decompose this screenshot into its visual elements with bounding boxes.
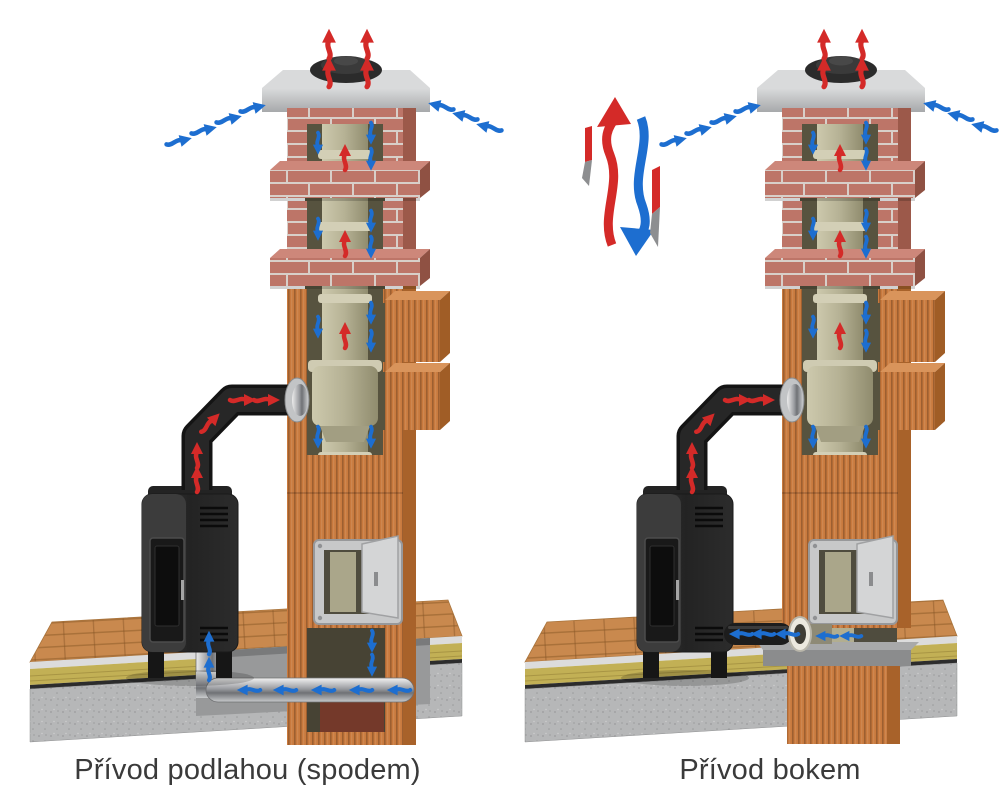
diagram-side-supply [524,29,998,744]
cold-down-arrow-icon [620,116,654,256]
chimney-and-stove [126,29,503,686]
caption-floor-supply: Přívod podlahou (spodem) [74,754,421,786]
counterflow-logo [582,97,660,256]
logo-side-marks [582,126,660,247]
hot-up-arrow-icon [597,97,631,247]
diagram-floor-supply [29,29,503,745]
chimney-and-stove [621,29,998,686]
caption-side-supply: Přívod bokem [679,754,861,786]
foundation-pad [763,650,911,666]
